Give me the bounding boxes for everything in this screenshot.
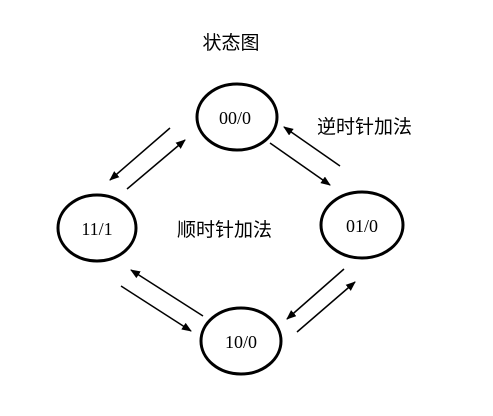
state-circle-00 xyxy=(195,82,279,152)
diagram-title: 状态图 xyxy=(202,32,259,54)
state-label-01: 01/0 xyxy=(346,216,378,236)
arrow-01-to-10 xyxy=(286,268,345,320)
arrow-00-to-01 xyxy=(269,142,331,186)
arrow-00-to-11 xyxy=(109,127,171,181)
label-counterclockwise: 逆时针加法 xyxy=(317,116,412,138)
state-node-10: 10/0 xyxy=(199,306,283,376)
arrow-01-to-00 xyxy=(283,126,341,167)
state-node-11: 11/1 xyxy=(56,193,138,263)
state-label-11: 11/1 xyxy=(81,219,112,239)
arrow-11-to-00 xyxy=(126,139,186,190)
arrow-10-to-11 xyxy=(130,269,204,317)
state-circle-10 xyxy=(199,306,283,376)
state-node-01: 01/0 xyxy=(319,190,405,260)
state-circle-01 xyxy=(319,190,405,260)
arrow-11-to-10 xyxy=(120,285,192,332)
state-node-00: 00/0 xyxy=(195,82,279,152)
label-clockwise: 顺时针加法 xyxy=(177,219,272,241)
state-label-00: 00/0 xyxy=(219,108,251,128)
arrow-10-to-01 xyxy=(296,281,356,333)
state-circle-11 xyxy=(56,193,138,263)
state-label-10: 10/0 xyxy=(225,332,257,352)
